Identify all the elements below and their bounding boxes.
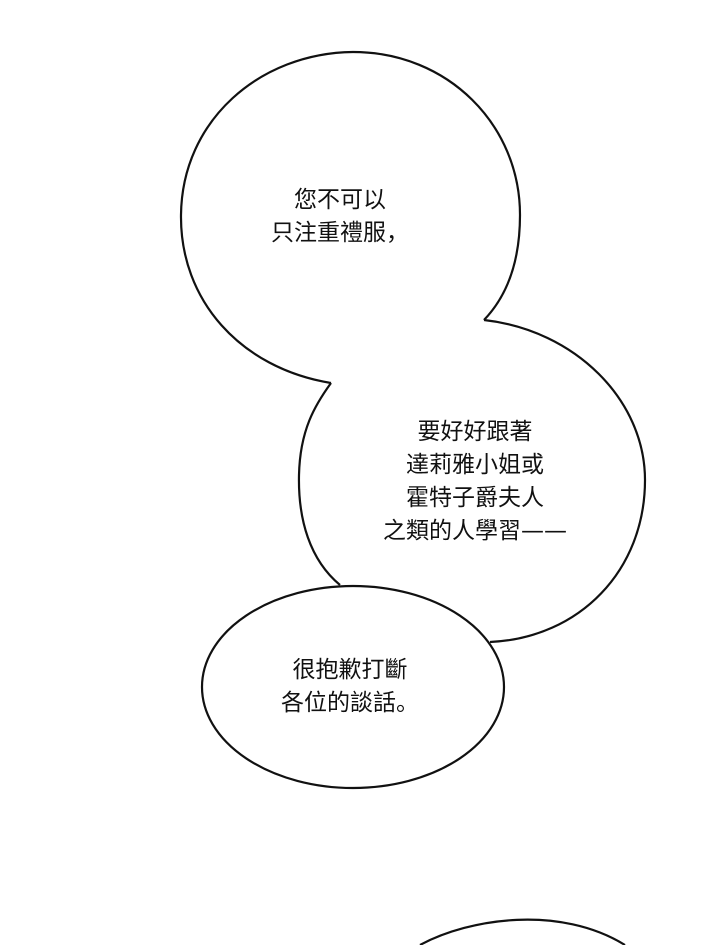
speech-bubble-1-text: 您不可以 只注重禮服， bbox=[250, 184, 430, 250]
bubble-line: 霍特子爵夫人 bbox=[406, 485, 544, 511]
speech-bubble-2 bbox=[297, 318, 647, 644]
speech-bubble-3 bbox=[200, 584, 506, 790]
speech-bubble-1 bbox=[179, 50, 522, 385]
speech-bubble-2-text: 要好好跟著 達莉雅小姐或 霍特子爵夫人 之類的人學習—— bbox=[360, 416, 590, 548]
bubble-line: 達莉雅小姐或 bbox=[406, 452, 544, 478]
bubble-line: 您不可以 bbox=[294, 187, 386, 213]
bubble-line: 很抱歉打斷 bbox=[292, 657, 408, 683]
bubble-line: 各位的談話。 bbox=[281, 690, 419, 716]
bubble-line: 只注重禮服， bbox=[271, 220, 409, 246]
bubble-line: 之類的人學習—— bbox=[383, 518, 567, 544]
speech-bubble-4-partial bbox=[419, 918, 626, 945]
speech-bubble-3-text: 很抱歉打斷 各位的談話。 bbox=[255, 654, 445, 720]
bubble-line: 要好好跟著 bbox=[417, 419, 533, 445]
